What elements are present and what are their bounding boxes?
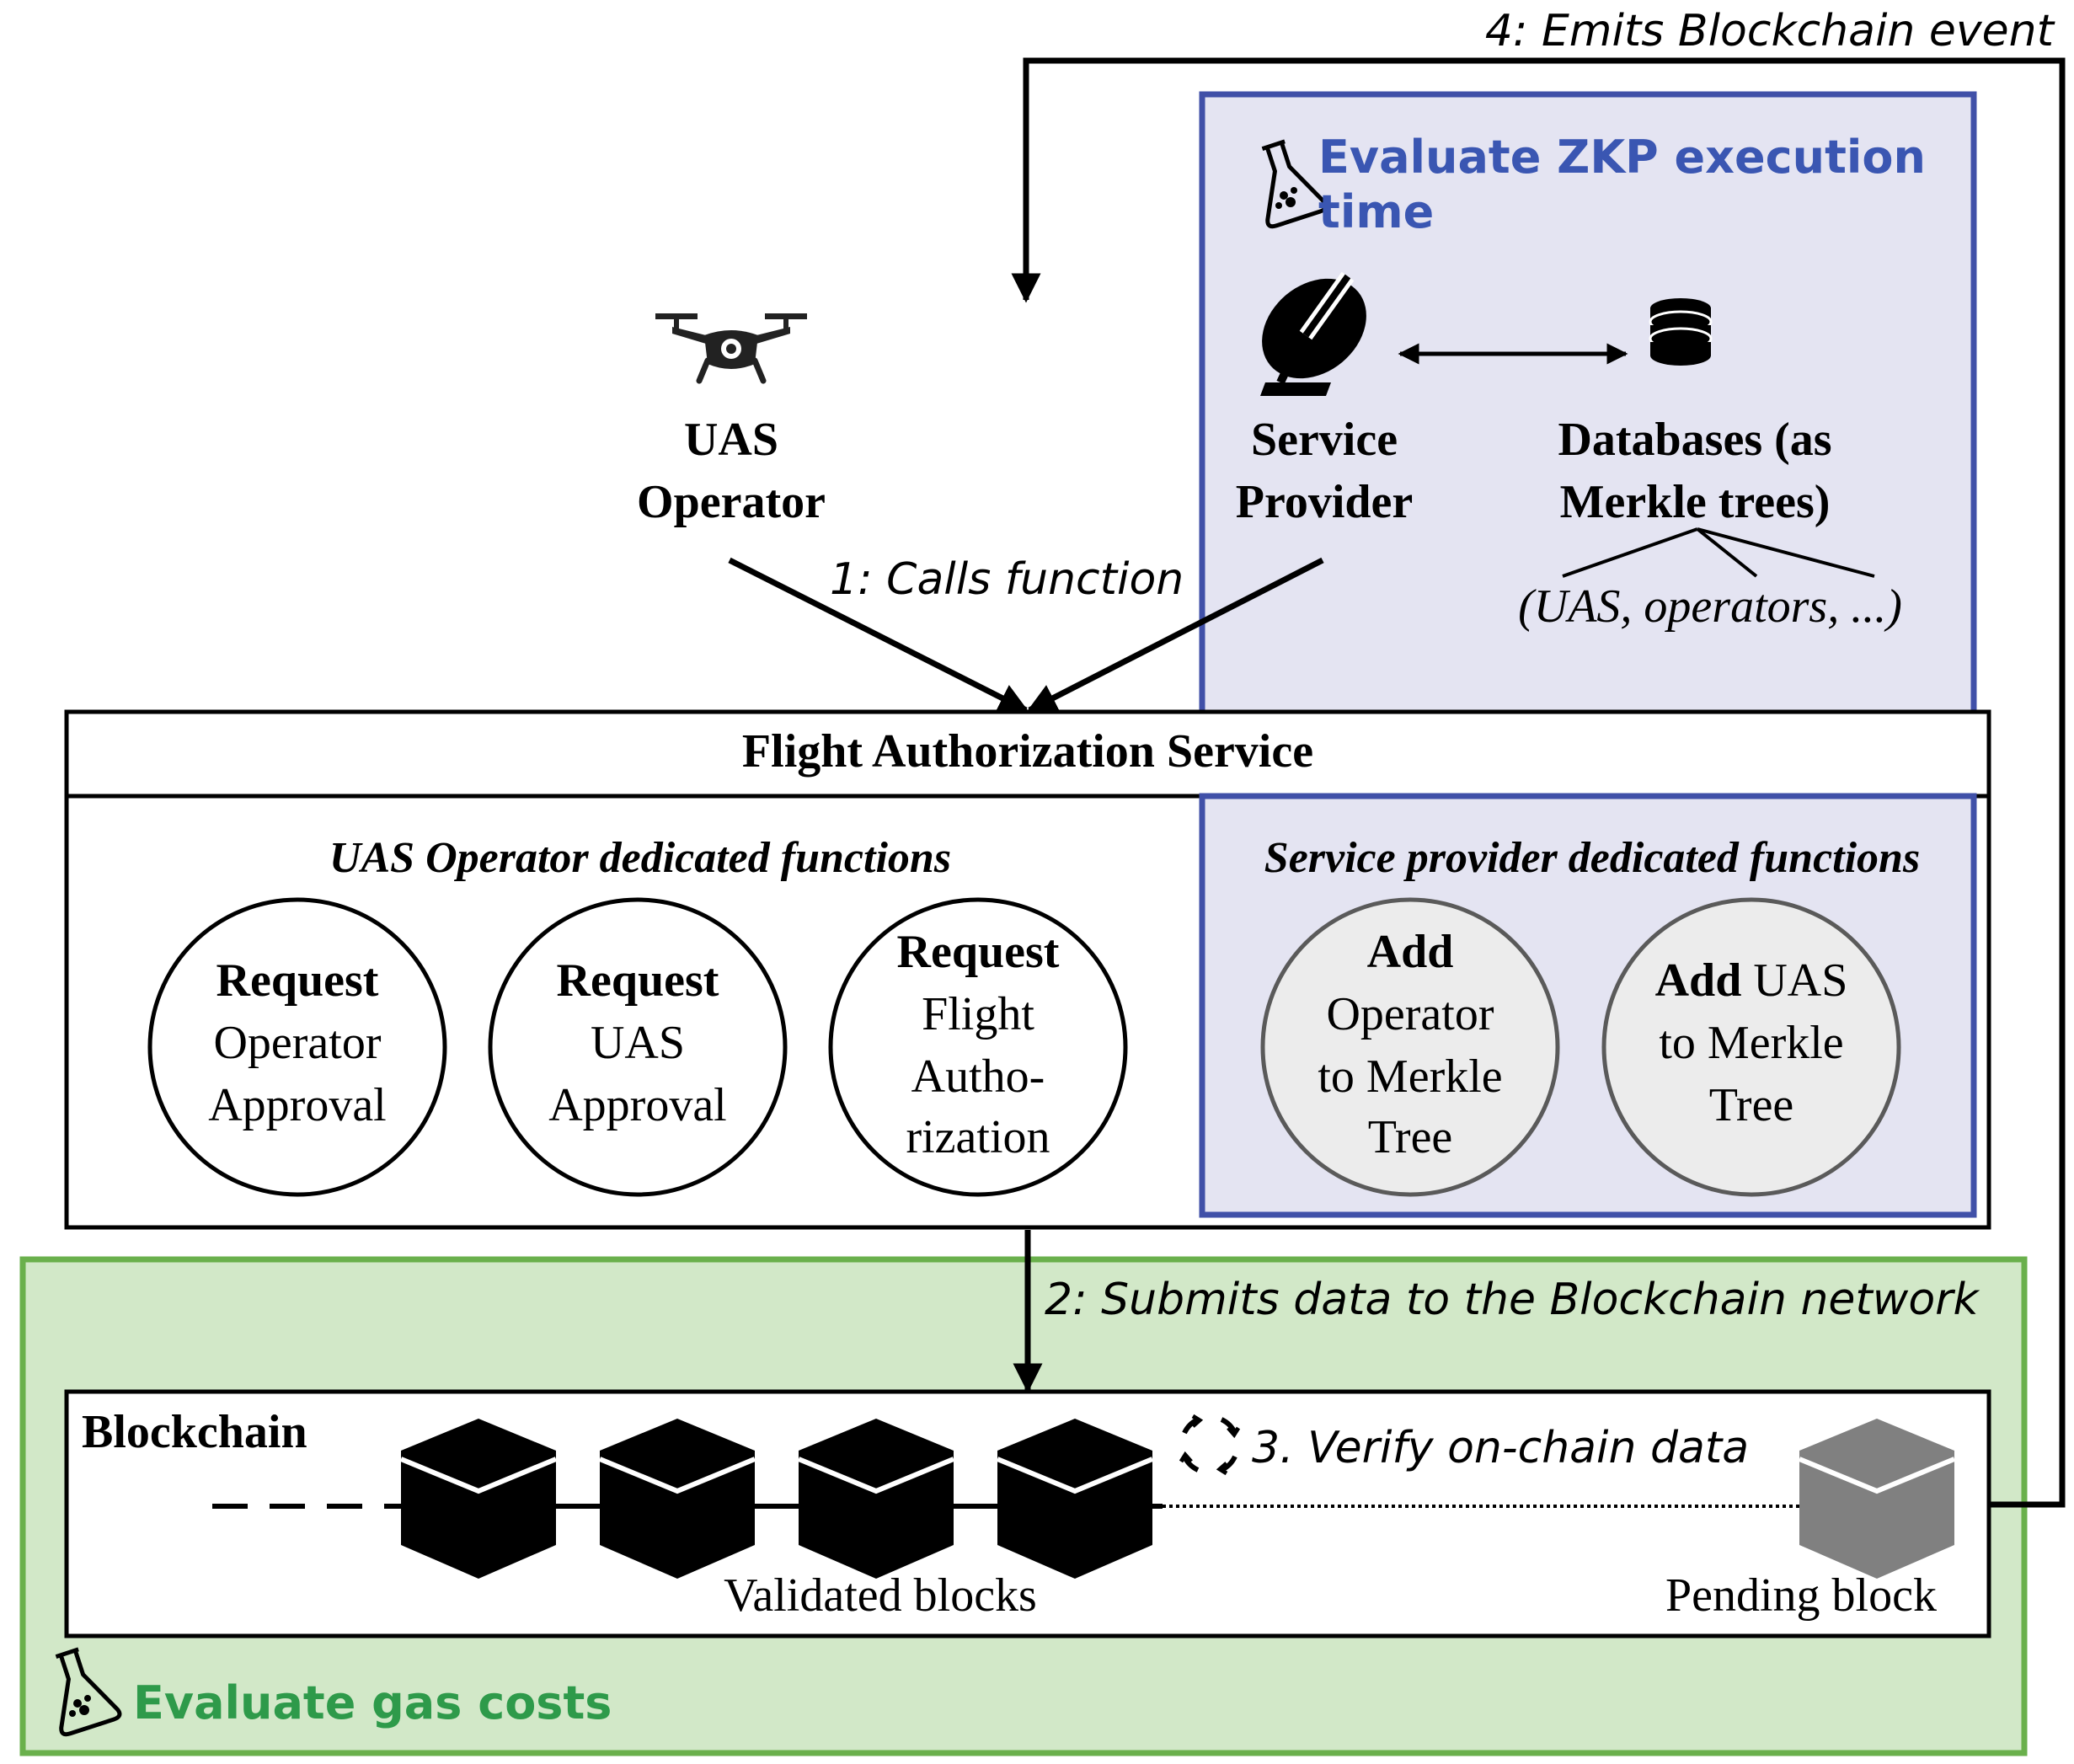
operator-call-arrow [728,557,1029,714]
database-icon [1649,298,1713,366]
fas-title: Flight Authorization Service [742,725,1313,778]
provider-call-arrow [1026,557,1324,714]
function-action-label: Request [216,954,379,1007]
drone-icon [655,313,807,384]
validated-block [797,1419,955,1579]
function-detail-line: UAS [591,1017,685,1069]
step1-label: 1: Calls function [830,554,1184,605]
service-provider-label-line2: Provider [1236,476,1413,528]
provider-function-add-uas[interactable]: Add UAS to Merkle Tree [1601,897,1901,1197]
refresh-cycle-icon [1179,1414,1241,1476]
validated-block [598,1419,756,1579]
operator-function-request-operator-approval[interactable]: Request Operator Approval [147,897,447,1197]
zkp-panel-title-line2: time [1318,185,1434,238]
service-provider-section-title: Service provider dedicated functions [1264,834,1920,882]
databases-label-line1: Databases (as [1558,414,1831,466]
function-action-label: Add [1367,926,1454,978]
merkle-tree-branches [1562,527,1875,578]
function-detail-line: Autho- [911,1050,1045,1103]
function-action-rest: UAS [1741,954,1847,1007]
gas-flask-icon [55,1647,122,1737]
pending-block-label: Pending block [1665,1569,1937,1622]
function-detail-line: to Merkle [1318,1050,1502,1103]
step3-label: 3. Verify on-chain data [1252,1423,1749,1473]
validated-blocks-label: Validated blocks [724,1569,1037,1622]
function-detail-line: rization [906,1111,1050,1163]
function-action-label: Request [557,954,719,1007]
function-detail-line: Approval [208,1079,387,1131]
function-detail-line: Approval [548,1079,727,1131]
step2-label: 2: Submits data to the Blockchain networ… [1045,1275,1980,1325]
satellite-dish-icon [1260,271,1366,396]
databases-subnote: (UAS, operators, ...) [1518,580,1902,633]
validated-block [399,1419,558,1579]
zkp-panel-title-line1: Evaluate ZKP execution [1318,131,1926,184]
function-detail-line: Operator [1326,988,1494,1040]
pending-block [1798,1419,1956,1579]
function-action-label: Request [897,926,1060,978]
function-detail-line: Flight [922,988,1034,1040]
function-action-label: Add [1655,954,1742,1007]
operator-function-request-uas-approval[interactable]: Request UAS Approval [488,897,788,1197]
function-action-line: Add UAS [1655,954,1848,1007]
validated-blocks [399,1419,1154,1579]
function-detail-line: Tree [1368,1111,1453,1163]
blockchain-title: Blockchain [82,1406,307,1458]
operator-function-request-flight-authorization[interactable]: Request Flight Autho- rization [828,897,1128,1197]
gas-panel-title: Evaluate gas costs [133,1676,612,1729]
uas-operator-label-line1: UAS [684,414,778,466]
service-provider-label-line1: Service [1251,414,1398,466]
step4-label: 4: Emits Blockchain event [1485,6,2055,56]
databases-label-line2: Merkle trees) [1560,476,1831,528]
emit-event-loop-arrow [1011,57,2066,1508]
uas-operator-section-title: UAS Operator dedicated functions [329,834,951,882]
zkp-flask-icon [1261,139,1328,229]
function-detail-line: Operator [213,1017,381,1069]
validated-block [996,1419,1154,1579]
function-detail-line: Tree [1709,1079,1794,1131]
provider-function-add-operator[interactable]: Add Operator to Merkle Tree [1260,897,1560,1197]
uas-operator-label-line2: Operator [637,476,826,528]
function-detail-line: to Merkle [1659,1017,1843,1069]
